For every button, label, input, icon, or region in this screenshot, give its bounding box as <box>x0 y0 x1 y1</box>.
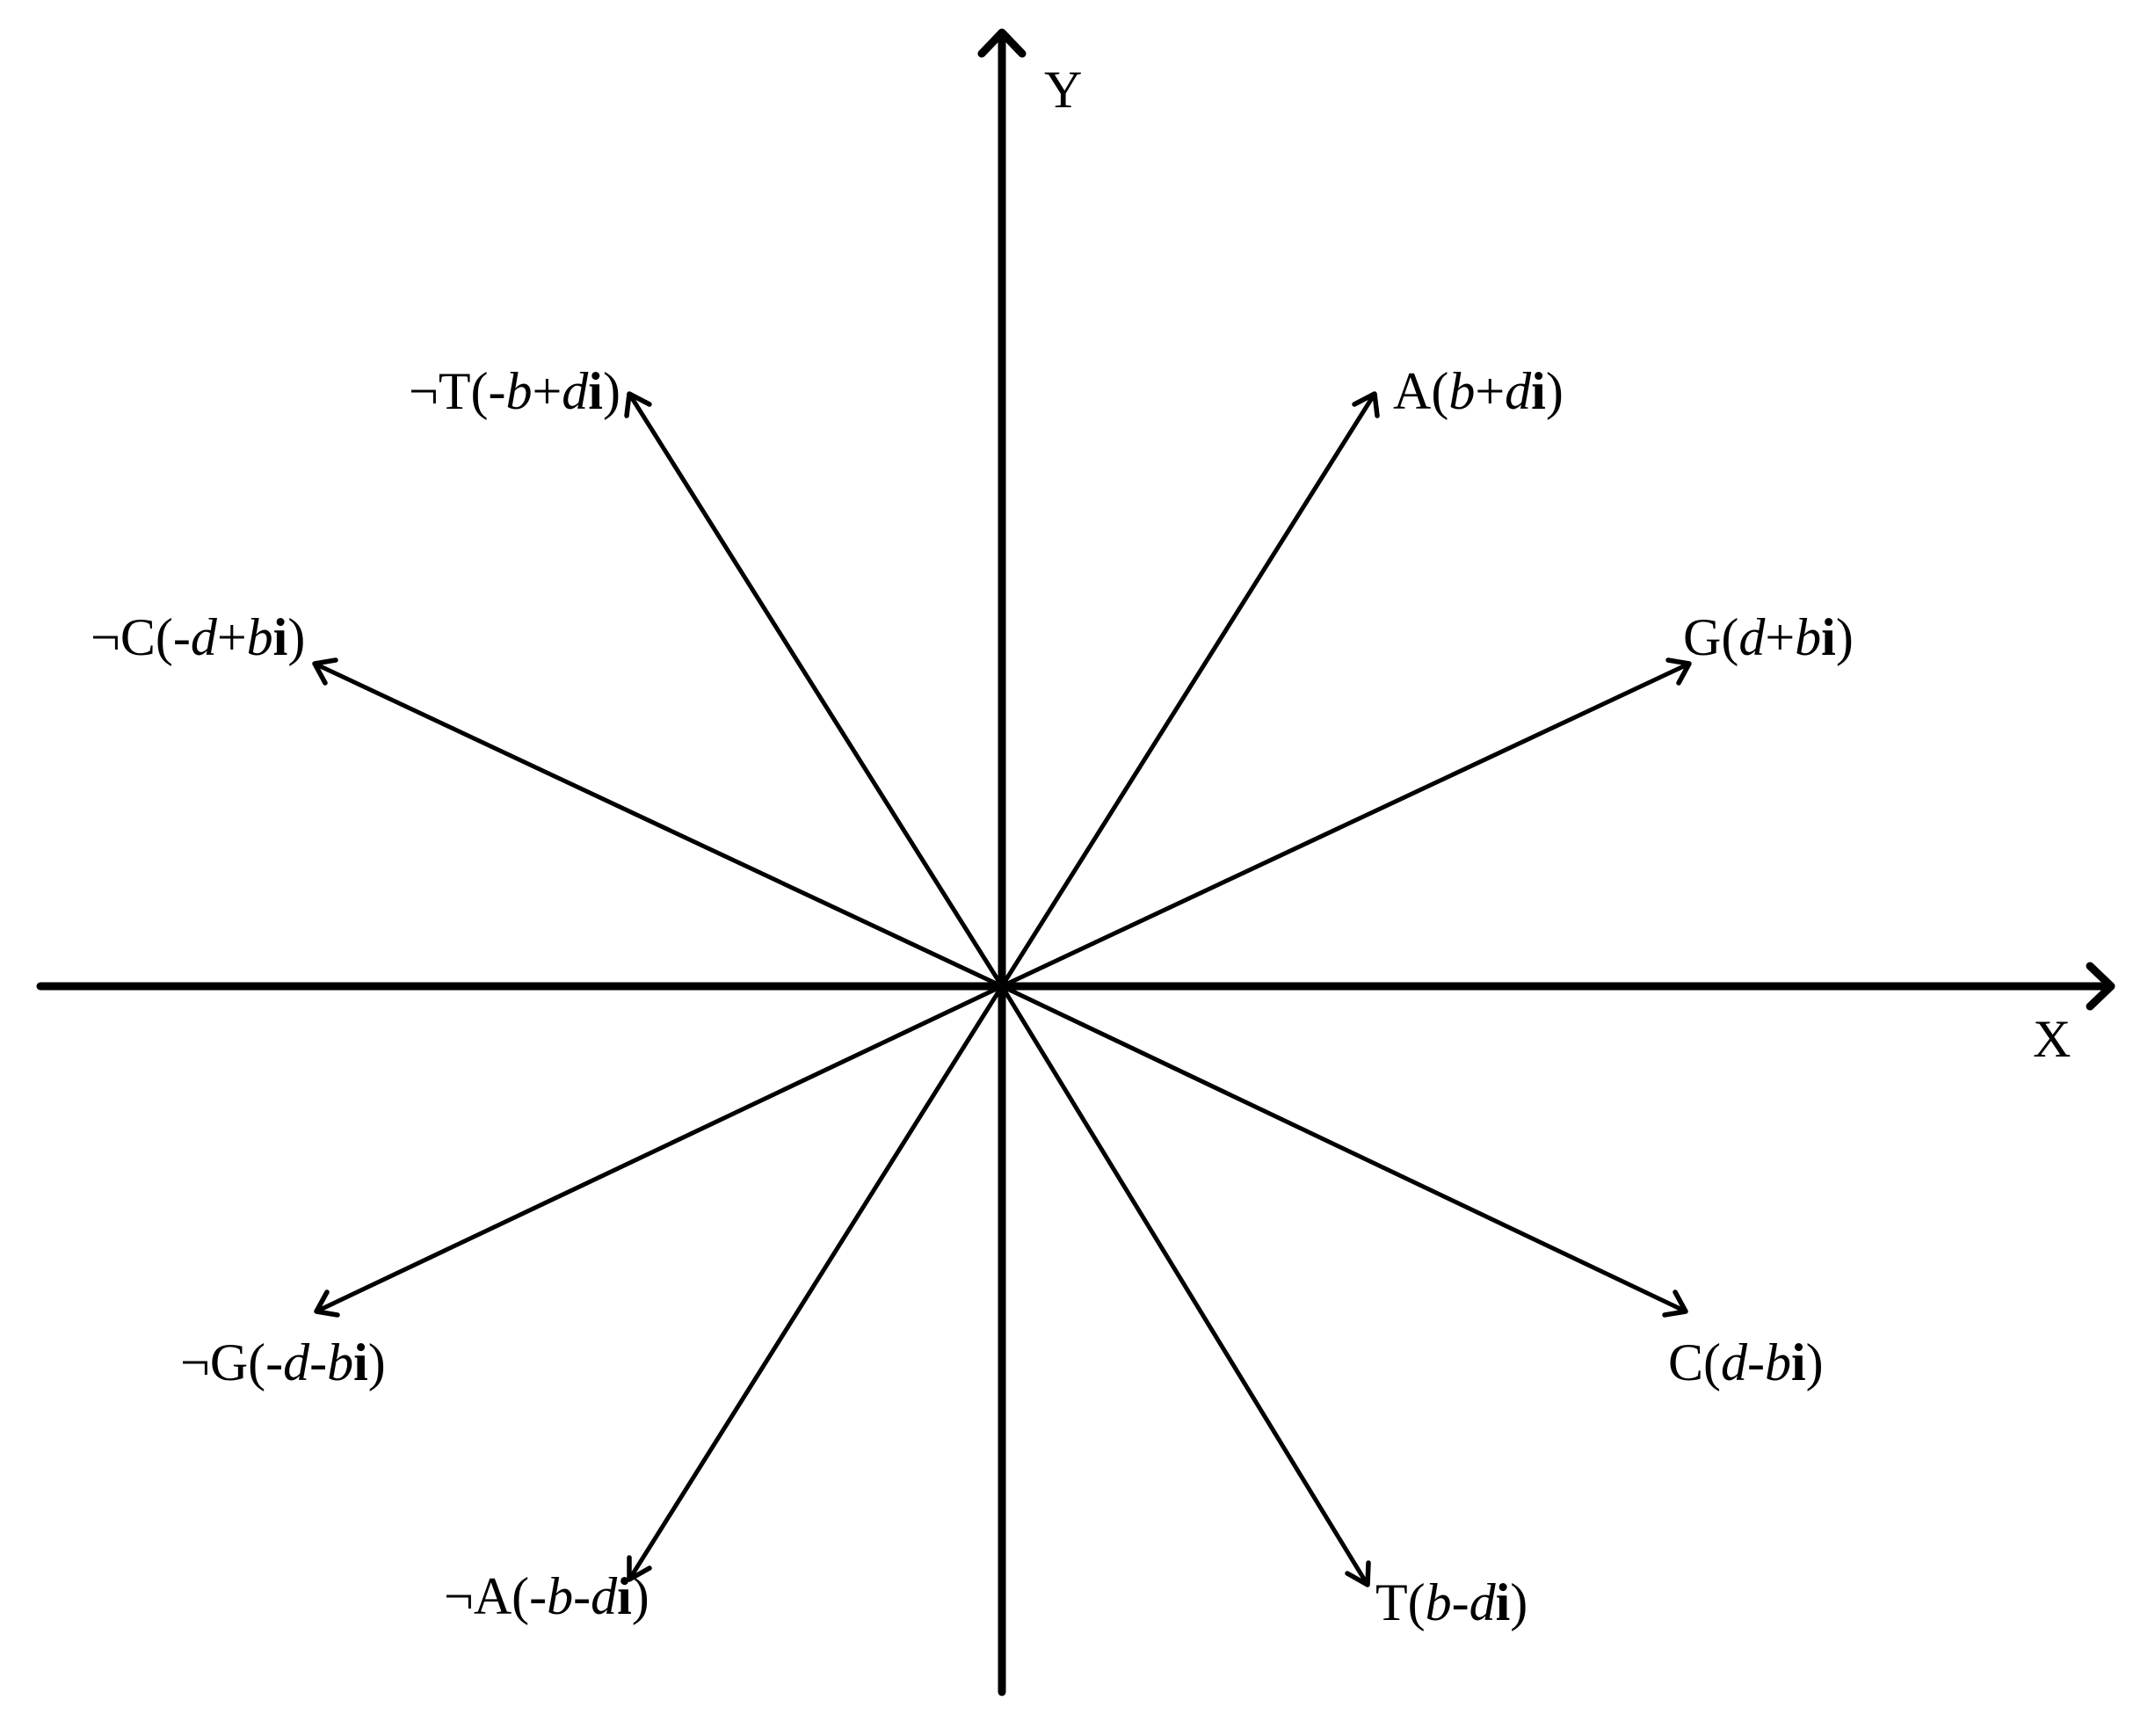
x-axis-arrowhead-icon <box>2086 962 2115 1011</box>
label-T: T(b-di) <box>1375 1573 1528 1631</box>
vector-A <box>999 391 1380 989</box>
vector-T-arrowhead-icon <box>1345 1560 1371 1587</box>
vector-C <box>999 984 1688 1318</box>
vector-C-arrowhead-icon <box>1662 1289 1688 1318</box>
label-notT: ¬T(-b+di) <box>409 362 620 420</box>
vector-notT <box>624 391 1005 989</box>
label-notC: ¬C(-d+bi) <box>91 608 305 666</box>
label-notA: ¬A(-b-di) <box>444 1567 649 1625</box>
label-G: G(d+bi) <box>1683 608 1854 666</box>
y-axis-label: Y <box>1044 61 1082 119</box>
y-axis <box>977 28 1027 1696</box>
vector-notA <box>627 984 1005 1582</box>
label-A: A(b+di) <box>1393 362 1564 420</box>
vector-notC <box>312 657 1005 989</box>
vector-A-arrowhead-icon <box>1352 391 1380 418</box>
vector-T <box>999 984 1371 1587</box>
label-notG: ¬G(-d-bi) <box>180 1333 386 1391</box>
x-axis-label: X <box>2033 1010 2071 1068</box>
vector-notC-arrowhead-icon <box>312 657 338 686</box>
vector-notG <box>314 984 1005 1318</box>
label-C: C(d-bi) <box>1668 1333 1824 1391</box>
vector-G <box>999 657 1692 989</box>
x-axis <box>36 962 2115 1011</box>
vector-notG-arrowhead-icon <box>314 1289 340 1318</box>
vector-notA-arrowhead-icon <box>627 1555 652 1582</box>
vector-notT-arrowhead-icon <box>624 391 652 418</box>
vector-G-arrowhead-icon <box>1665 657 1692 686</box>
y-axis-arrowhead-icon <box>977 28 1027 58</box>
